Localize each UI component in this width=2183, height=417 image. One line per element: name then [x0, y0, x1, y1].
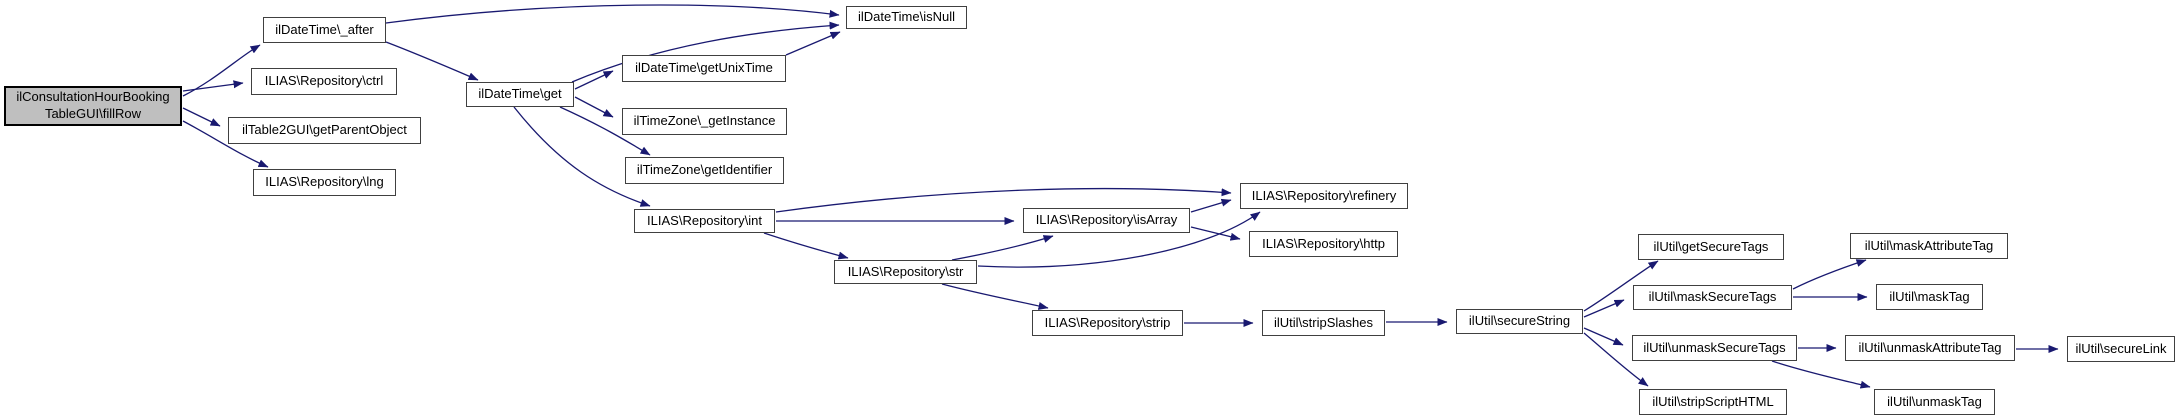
edge-int-to-refinery [775, 187, 1232, 213]
node-int[interactable]: ILIAS\Repository\int [634, 209, 775, 233]
edge-unmaskSecureTags-to-unmaskTag [1771, 360, 1871, 389]
node-ctrl[interactable]: ILIAS\Repository\ctrl [251, 68, 397, 95]
node-secureString[interactable]: ilUtil\secureString [1456, 309, 1583, 334]
edge-secureString-to-unmaskSecureTags [1583, 327, 1624, 346]
node-str[interactable]: ILIAS\Repository\str [834, 260, 977, 284]
node-unmaskAttributeTag[interactable]: ilUtil\unmaskAttributeTag [1845, 335, 2015, 361]
node-stripSlashes[interactable]: ilUtil\stripSlashes [1262, 310, 1385, 336]
edge-get-to-isNull [571, 21, 840, 83]
node-http[interactable]: ILIAS\Repository\http [1249, 231, 1398, 257]
node-secureLink[interactable]: ilUtil\secureLink [2067, 336, 2175, 362]
edge-fillRow-to-getParentObject [182, 107, 221, 127]
edge-get-to-getUnixTime [574, 70, 614, 90]
node-refinery[interactable]: ILIAS\Repository\refinery [1240, 183, 1408, 209]
node-get[interactable]: ilDateTime\get [466, 82, 574, 107]
edge-_after-to-isNull [385, 4, 840, 24]
node-getParentObject[interactable]: ilTable2GUI\getParentObject [228, 117, 421, 144]
edge-str-to-isArray [951, 235, 1054, 261]
node-lng[interactable]: ILIAS\Repository\lng [253, 169, 396, 196]
edge-maskSecureTags-to-maskAttributeTag [1792, 259, 1867, 290]
edge-_after-to-get [385, 41, 479, 81]
node-_after[interactable]: ilDateTime\_after [263, 17, 386, 43]
node-stripScriptHTML[interactable]: ilUtil\stripScriptHTML [1639, 389, 1787, 415]
edge-int-to-str [763, 232, 849, 260]
edge-getUnixTime-to-isNull [785, 31, 841, 56]
edge-secureString-to-stripScriptHTML [1583, 332, 1649, 387]
node-maskSecureTags[interactable]: ilUtil\maskSecureTags [1633, 285, 1792, 310]
node-strip[interactable]: ILIAS\Repository\strip [1032, 310, 1183, 336]
node-maskTag[interactable]: ilUtil\maskTag [1876, 284, 1983, 310]
edge-isArray-to-refinery [1190, 198, 1232, 213]
edge-get-to-int [513, 106, 651, 207]
edge-isArray-to-http [1190, 226, 1241, 241]
edge-get-to-getIdentifier [559, 106, 651, 156]
node-getSecureTags[interactable]: ilUtil\getSecureTags [1638, 234, 1784, 260]
node-getUnixTime[interactable]: ilDateTime\getUnixTime [622, 55, 786, 82]
node-unmaskSecureTags[interactable]: ilUtil\unmaskSecureTags [1632, 335, 1797, 361]
node-unmaskTag[interactable]: ilUtil\unmaskTag [1874, 389, 1995, 415]
node-isArray[interactable]: ILIAS\Repository\isArray [1023, 208, 1190, 233]
node-maskAttributeTag[interactable]: ilUtil\maskAttributeTag [1850, 233, 2008, 259]
edge-fillRow-to-_after [182, 44, 261, 97]
edge-str-to-strip [941, 283, 1049, 310]
edge-get-to-_getInstance [574, 96, 614, 118]
edge-secureString-to-getSecureTags [1583, 260, 1659, 312]
node-_getInstance[interactable]: ilTimeZone\_getInstance [622, 108, 787, 135]
node-getIdentifier[interactable]: ilTimeZone\getIdentifier [625, 157, 784, 184]
node-isNull[interactable]: ilDateTime\isNull [846, 6, 967, 29]
edge-secureString-to-maskSecureTags [1583, 299, 1625, 318]
edge-str-to-refinery [977, 211, 1261, 268]
edge-fillRow-to-lng [182, 120, 269, 168]
node-fillRow: ilConsultationHourBooking TableGUI\fillR… [4, 86, 182, 126]
edge-fillRow-to-ctrl [182, 80, 244, 92]
